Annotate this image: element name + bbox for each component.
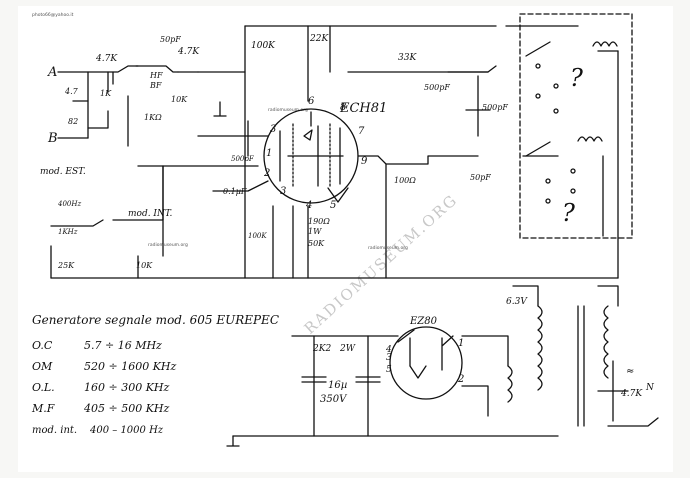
band-switch-contacts: [525, 41, 618, 237]
tube1-pin-3b: 3: [280, 186, 286, 197]
tube-ez80: [389, 326, 463, 400]
res-label-18: 2K2: [312, 344, 331, 354]
label-1khz: 1KHz: [58, 228, 78, 236]
label-sig2: N: [645, 383, 655, 393]
res-label-12: 190Ω: [308, 217, 330, 226]
band-mf-range: 405 ÷ 500 KHz: [83, 402, 170, 415]
terminal-a: A: [47, 65, 57, 80]
res-label-20: 4.7K: [620, 389, 643, 399]
tube-ech81: [263, 108, 359, 204]
schematic-sheet: photo66@yahoo.it RADIOMUSEUM.ORG radiomu…: [18, 6, 673, 472]
watermark-small-3: radiomuseum.org: [148, 242, 188, 248]
cap-label-2: 0.1µF: [223, 187, 247, 196]
tube1-pin-6: 6: [308, 96, 315, 107]
band-ol-range: 160 ÷ 300 KHz: [84, 381, 170, 394]
tube1-pin-1: 1: [266, 148, 272, 159]
tube1-pin-4: 4: [305, 200, 312, 211]
cap-label-8: 350V: [320, 394, 348, 405]
tube1-pin-2: 2: [263, 168, 270, 179]
tube2-pin-1: 1: [458, 338, 464, 349]
res-label-15: 100K: [248, 232, 267, 240]
res-label-10: 10K: [171, 95, 188, 104]
label-hf: HF: [149, 71, 163, 80]
schematic-drawing: photo66@yahoo.it RADIOMUSEUM.ORG radiomu…: [31, 12, 659, 447]
terminal-b: B: [47, 131, 58, 146]
res-label-9: 1KΩ: [144, 113, 162, 122]
res-label-13: 1W: [308, 227, 322, 236]
res-label-16: 25K: [57, 261, 75, 270]
label-unknown-2: ?: [562, 199, 575, 227]
tube2-pin-3: 3: [386, 353, 392, 363]
band-om-name: OM: [32, 360, 53, 373]
cap-label-3: 500pF: [231, 155, 255, 163]
res-label-19: 2W: [339, 344, 356, 354]
res-label-2: 4.7K: [177, 47, 200, 57]
tube1-pin-3a: 3: [270, 124, 276, 135]
res-label-5: 33K: [398, 53, 417, 63]
tube2-pin-4: 4: [385, 345, 392, 355]
band-ol-name: O.L.: [32, 381, 55, 394]
legend-title: Generatore segnale mod. 605 EUREPEC: [32, 313, 279, 327]
band-modint-name: mod. int.: [32, 425, 77, 436]
label-mod-est: mod. EST.: [40, 167, 86, 177]
tube2-pin-2: 2: [457, 374, 464, 385]
tube1-pin-5: 5: [330, 200, 336, 211]
band-switch-box: [519, 13, 633, 239]
band-om-range: 520 ÷ 1600 KHz: [84, 360, 177, 373]
cap-label-4: 500pF: [424, 83, 450, 92]
res-label-8: 82: [68, 117, 78, 126]
label-sig1: ≈: [626, 366, 634, 377]
watermark: RADIOMUSEUM.ORG: [301, 191, 462, 338]
tube1-name: ECH81: [339, 101, 387, 116]
power-supply-wiring: [226, 285, 659, 447]
res-label-11: 100Ω: [394, 176, 416, 185]
res-label-1: 4.7K: [95, 54, 118, 64]
label-unknown-1: ?: [570, 64, 583, 92]
res-label-6: 1K: [100, 89, 112, 98]
cap-label-6: 50pF: [470, 173, 491, 182]
tube2-name: EZ80: [409, 316, 438, 327]
corner-text: photo66@yahoo.it: [32, 12, 74, 18]
top-circuit-wiring: [50, 25, 619, 279]
res-label-7: 4.7: [64, 87, 79, 96]
watermark-small-2: radiomuseum.org: [368, 245, 408, 251]
label-63v: 6.3V: [506, 297, 528, 307]
label-bf: BF: [149, 81, 162, 90]
cap-label-5: 500pF: [482, 103, 508, 112]
tube2-pin-5: 5: [386, 365, 392, 375]
band-mf-name: M.F: [31, 402, 55, 415]
res-label-14: 50K: [308, 239, 325, 248]
res-label-4: 22K: [309, 34, 329, 44]
band-oc-range: 5.7 ÷ 16 MHz: [84, 339, 162, 352]
label-mod-int: mod. INT.: [128, 209, 173, 219]
res-label-3: 100K: [251, 41, 276, 51]
tube1-pin-7: 7: [358, 126, 365, 137]
res-label-17: 10K: [136, 261, 153, 270]
cap-label-1: 50pF: [160, 35, 181, 44]
cap-label-7: 16µ: [328, 380, 347, 391]
band-modint-range: 400 – 1000 Hz: [89, 425, 164, 436]
watermark-small: radiomuseum.org: [268, 107, 308, 113]
tube1-pin-9: 9: [361, 156, 368, 167]
tube1-pin-8: 8: [340, 102, 346, 113]
label-400hz: 400Hz: [57, 200, 81, 208]
band-oc-name: O.C: [32, 339, 53, 352]
